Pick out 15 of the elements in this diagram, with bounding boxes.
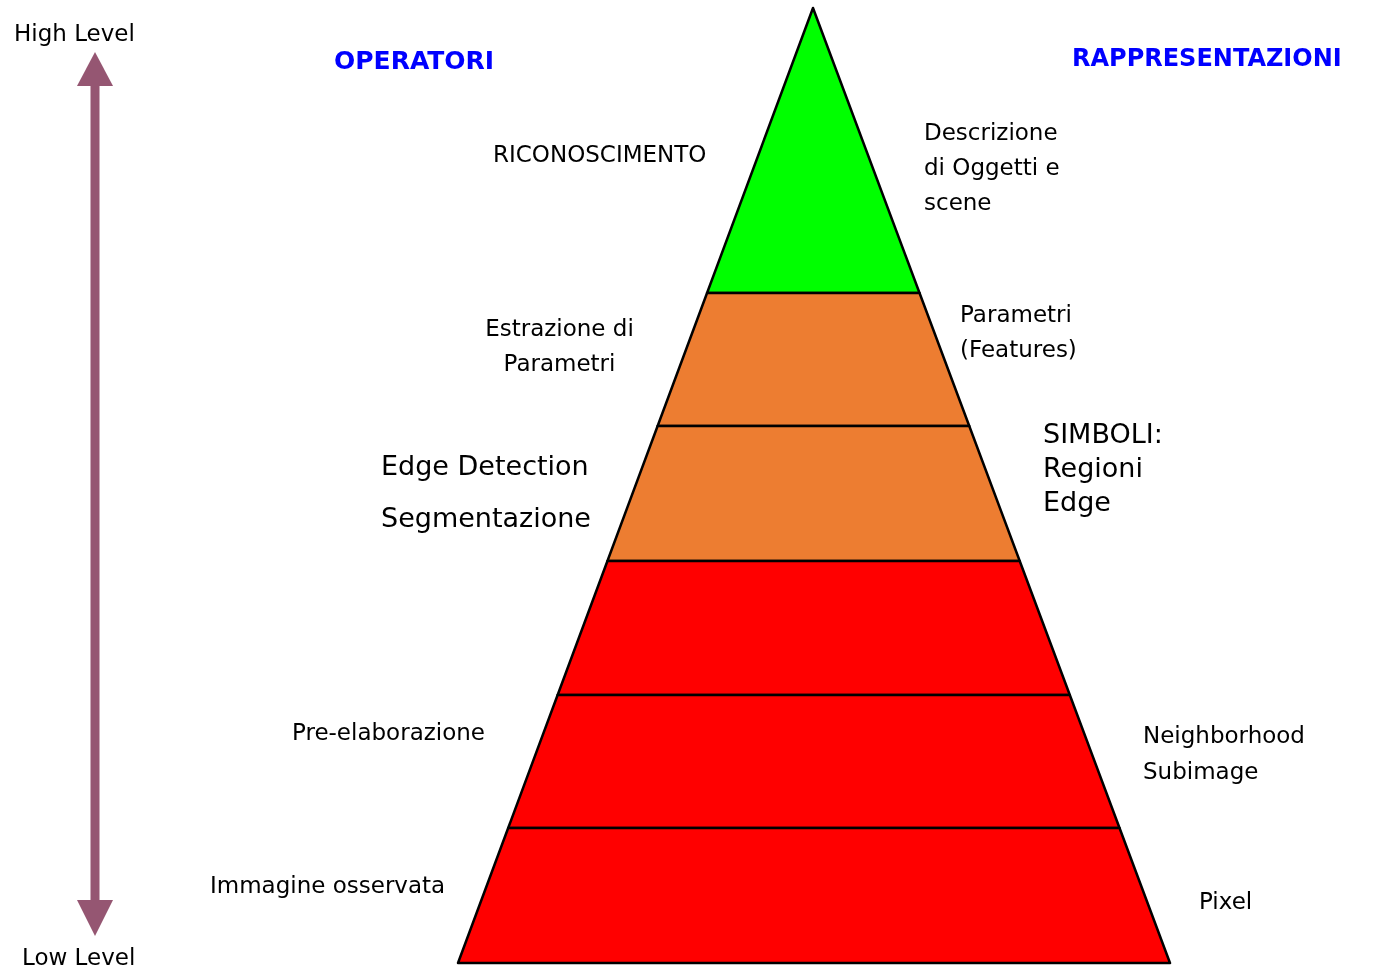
representation-label: SIMBOLI: Regioni Edge (1043, 417, 1164, 519)
operator-label: RICONOSCIMENTO (493, 140, 707, 169)
column-heading: OPERATORI (334, 45, 495, 77)
axis-label: Low Level (22, 943, 136, 970)
operator-label: Estrazione di Parametri (484, 314, 635, 378)
operator-label: Segmentazione (381, 501, 591, 535)
representation-label: Descrizione di Oggetti e scene (924, 118, 1061, 217)
representation-label: Pixel (1199, 887, 1253, 916)
representation-label: Neighborhood Subimage (1143, 721, 1306, 786)
representation-label: Parametri (Features) (960, 300, 1078, 364)
operator-label: Immagine osservata (210, 871, 446, 900)
axis-label: High Level (14, 19, 135, 48)
column-heading: RAPPRESENTAZIONI (1072, 43, 1342, 74)
operator-label: Edge Detection (381, 449, 589, 483)
operator-label: Pre-elaborazione (292, 718, 485, 747)
